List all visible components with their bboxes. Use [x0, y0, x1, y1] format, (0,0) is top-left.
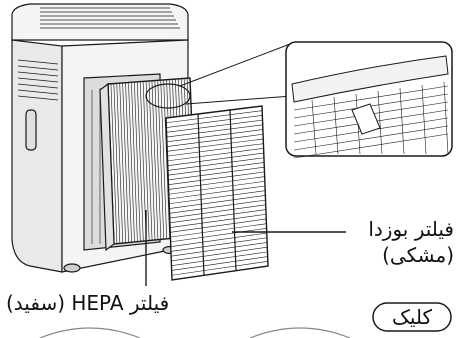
partial-circle-left — [40, 328, 140, 338]
unit-top — [12, 4, 188, 40]
zoom-detail — [286, 42, 452, 158]
deodorizing-filter-label-line1: فیلتر بوزدا — [368, 216, 454, 242]
hepa-filter-label: فیلتر HEPA (سفید) — [6, 290, 169, 316]
unit-left-side — [12, 40, 62, 272]
unit-side-handle — [26, 110, 36, 150]
deodorizing-filter — [166, 106, 268, 280]
deodorizing-filter-label: فیلتر بوزدا (مشکی) — [368, 216, 454, 268]
callout-leader-1 — [180, 44, 290, 86]
click-label: کلیک — [372, 302, 452, 332]
callout-leader-2 — [186, 96, 292, 104]
unit-caster-left — [64, 264, 80, 272]
deodorizing-filter-label-line2: (مشکی) — [368, 242, 454, 268]
partial-circle-right — [250, 328, 350, 338]
click-badge: کلیک — [372, 302, 452, 332]
